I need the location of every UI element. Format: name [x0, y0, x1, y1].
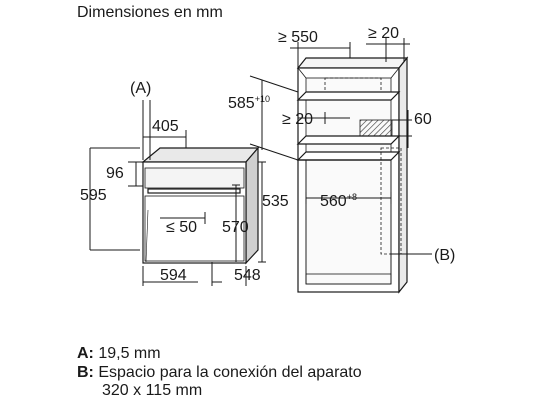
label-50: ≤ 50	[166, 219, 197, 236]
label-548: 548	[234, 267, 261, 284]
cabinet-dimension-lines	[249, 38, 432, 255]
label-585-sup: +10	[255, 94, 270, 104]
legend-text-a: 19,5 mm	[98, 345, 161, 362]
label-550: ≥ 550	[278, 29, 318, 46]
legend-text-b-size: 320 x 115 mm	[102, 382, 203, 399]
label-405: 405	[152, 118, 179, 135]
oven-dimension-lines	[89, 100, 266, 286]
label-b: (B)	[434, 247, 455, 264]
label-20-top: ≥ 20	[368, 25, 399, 42]
label-594: 594	[160, 267, 187, 284]
label-560-main: 560	[320, 193, 347, 210]
legend-key-a: A:	[77, 345, 94, 362]
label-560-sup: +8	[347, 192, 357, 202]
legend-row-a: A: 19,5 mm	[77, 344, 161, 363]
label-585: 585+10	[228, 94, 270, 112]
diagram-title: Dimensiones en mm	[77, 4, 223, 21]
label-570: 570	[222, 219, 249, 236]
label-20-mid: ≥ 20	[282, 111, 313, 128]
legend-key-b: B:	[77, 364, 94, 381]
label-60: 60	[414, 111, 432, 128]
legend-row-b: B: Espacio para la conexión del aparato	[77, 363, 362, 382]
label-585-main: 585	[228, 95, 255, 112]
oven-drawing	[141, 146, 260, 265]
legend-text-b: Espacio para la conexión del aparato	[98, 364, 362, 381]
label-a: (A)	[130, 80, 151, 97]
label-595: 595	[80, 187, 107, 204]
label-535: 535	[262, 193, 289, 210]
cabinet-drawing	[296, 56, 409, 294]
legend-row-b-cont: 320 x 115 mm	[102, 381, 202, 400]
label-560: 560+8	[320, 192, 357, 210]
label-96: 96	[106, 165, 124, 182]
